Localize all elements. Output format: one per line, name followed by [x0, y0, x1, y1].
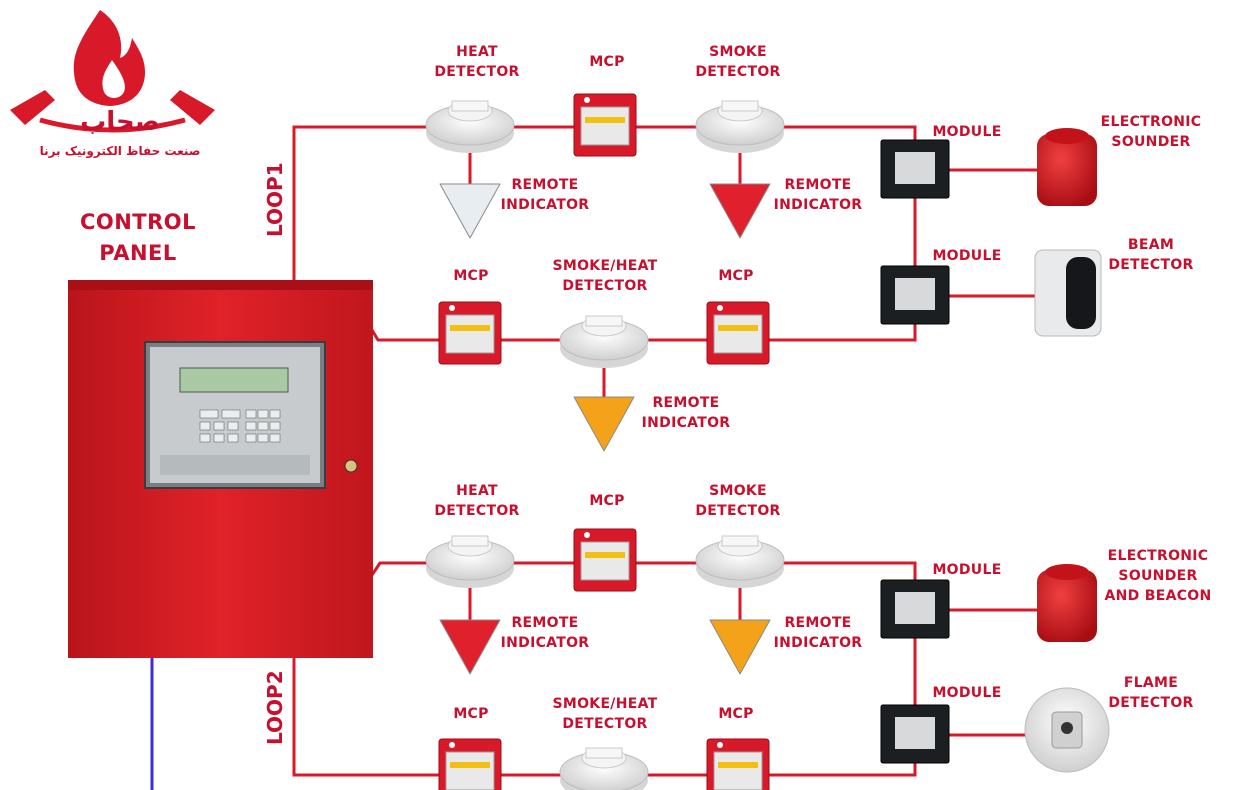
module-label-4: MODULE [932, 685, 1002, 701]
control-panel-cabinet [68, 280, 373, 658]
mcp-label-2a: MCP [453, 268, 489, 284]
module-icon [880, 265, 950, 325]
manual-call-point-icon [573, 93, 637, 157]
manual-call-point-icon [573, 528, 637, 592]
manual-call-point-icon [706, 301, 770, 365]
mcp-label-2b: MCP [718, 268, 754, 284]
mcp-label-4a: MCP [453, 706, 489, 722]
remote-indicator-icon [439, 183, 501, 239]
module-icon [880, 139, 950, 199]
module-label-3: MODULE [932, 562, 1002, 578]
remote-indicator-icon [573, 396, 635, 452]
beam-detector-icon [1034, 249, 1102, 337]
smoke-heat-detector-icon [559, 315, 649, 368]
manual-call-point-icon [706, 738, 770, 790]
remote-indicator-icon [709, 619, 771, 675]
logo-tagline: صنعت حفاظ الکترونیک برنا [39, 144, 201, 158]
loop1-label: LOOP1 [263, 162, 287, 237]
company-logo [10, 10, 215, 133]
mcp-label-3: MCP [589, 493, 625, 509]
smoke-detector-icon [695, 535, 785, 588]
manual-call-point-icon [438, 738, 502, 790]
manual-call-point-icon [438, 301, 502, 365]
smoke-detector-icon [695, 100, 785, 153]
smoke-heat-detector-icon [559, 747, 649, 790]
mcp-label-4b: MCP [718, 706, 754, 722]
remote-indicator-icon [439, 619, 501, 675]
electronic-sounder-icon [1037, 128, 1097, 206]
module-icon [880, 704, 950, 764]
module-label-1: MODULE [932, 124, 1002, 140]
sounder-beacon-icon [1037, 564, 1097, 642]
flame-detector-icon [1024, 687, 1110, 773]
control-panel-title: CONTROL PANEL [79, 210, 197, 265]
heat-detector-icon [425, 100, 515, 153]
heat-detector-icon [425, 535, 515, 588]
module-label-2: MODULE [932, 248, 1002, 264]
logo-name: صحاب [80, 107, 160, 137]
mcp-label-1: MCP [589, 54, 625, 70]
remote-indicator-icon [709, 183, 771, 239]
loop2-label: LOOP2 [263, 670, 287, 745]
module-icon [880, 579, 950, 639]
